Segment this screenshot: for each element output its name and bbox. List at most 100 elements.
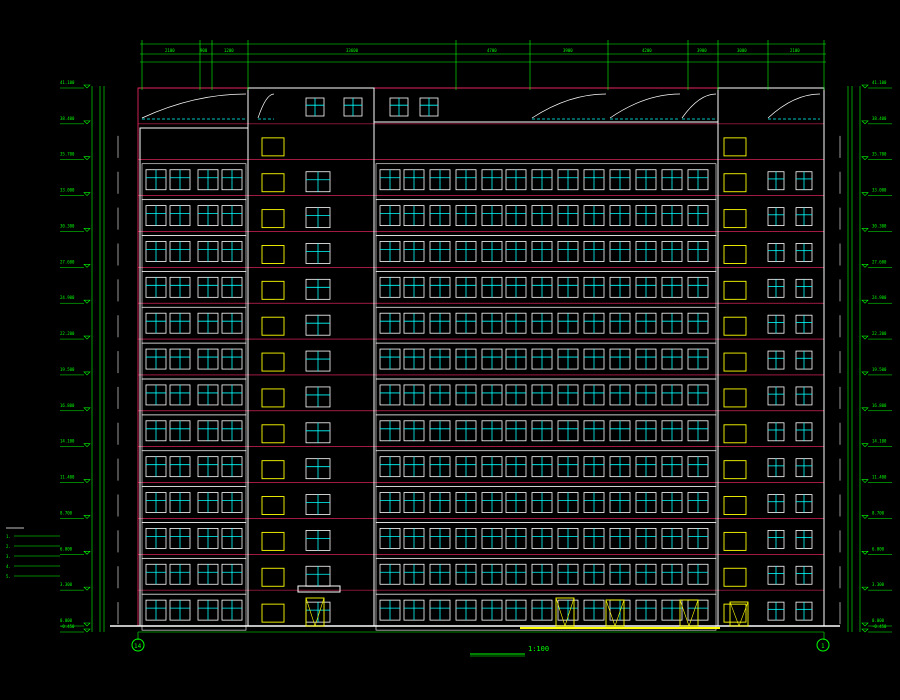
window (455, 384, 477, 406)
window (221, 312, 243, 334)
door-swing (614, 599, 625, 627)
right-balcony (723, 603, 747, 623)
window (197, 241, 219, 262)
level-value: -0.450 (872, 624, 887, 629)
window (221, 348, 243, 370)
window (583, 384, 605, 406)
triangle-level-icon (861, 228, 869, 232)
window (169, 492, 191, 513)
window (531, 276, 553, 298)
window (145, 492, 167, 513)
top-dimension-text: 33600 (346, 48, 359, 53)
window (429, 169, 451, 191)
level-value: 41.100 (60, 80, 75, 85)
window (481, 348, 503, 370)
roof-window (389, 97, 409, 117)
window (379, 599, 401, 621)
level-value: 22.200 (60, 331, 75, 336)
right-balcony (723, 460, 747, 480)
window (661, 384, 683, 406)
right-wing-window (795, 458, 813, 478)
window (661, 205, 683, 227)
drawing-title-block: 1:100 (470, 645, 549, 657)
window (455, 563, 477, 585)
window (403, 528, 425, 549)
window (455, 276, 477, 298)
right-wing-window (767, 530, 785, 549)
center-floor-band (375, 593, 717, 631)
window (505, 312, 527, 334)
window (455, 312, 477, 334)
window (403, 384, 425, 406)
left-balcony (261, 496, 285, 515)
level-value: 11.400 (60, 475, 75, 480)
window (531, 492, 553, 513)
note-item: 4. (6, 564, 11, 569)
window (531, 420, 553, 442)
window (583, 276, 605, 298)
left-balcony (261, 245, 285, 264)
window (169, 348, 191, 370)
window (429, 528, 451, 549)
right-wing-window (795, 171, 813, 191)
window (505, 420, 527, 442)
window (609, 205, 631, 227)
right-balcony (723, 567, 747, 587)
window (505, 276, 527, 298)
window (635, 528, 657, 549)
window (531, 205, 553, 227)
triangle-level-icon (83, 335, 91, 340)
triangle-level-icon (861, 443, 869, 448)
window (609, 384, 631, 406)
top-dimension-text: 2100 (165, 48, 175, 53)
stair-window (305, 207, 331, 229)
roof-parapet-line (531, 93, 607, 119)
stair-window (305, 422, 331, 444)
triangle-level-icon (83, 192, 91, 197)
window (481, 420, 503, 442)
level-value: 33.000 (60, 188, 75, 193)
left-balcony (261, 280, 285, 300)
window (481, 563, 503, 585)
window (197, 312, 219, 334)
left-balcony (261, 316, 285, 336)
window (505, 348, 527, 370)
window (221, 563, 243, 585)
triangle-level-icon (83, 550, 91, 555)
stair-window (305, 530, 331, 551)
window (169, 528, 191, 549)
window (481, 599, 503, 621)
right-wing-window (795, 386, 813, 406)
window (169, 169, 191, 191)
entrance-door (605, 599, 625, 627)
window (221, 492, 243, 513)
window (609, 492, 631, 513)
door-swing (688, 599, 699, 627)
window (583, 563, 605, 585)
right-wing-window (795, 207, 813, 227)
window (557, 241, 579, 262)
top-dimension-text: 3900 (563, 48, 573, 53)
axis-label-right: 1 (821, 643, 825, 650)
window (481, 205, 503, 227)
window (635, 456, 657, 478)
window (379, 312, 401, 334)
right-wing-window (795, 422, 813, 442)
window (583, 599, 605, 621)
triangle-level-icon (83, 443, 91, 448)
window (609, 276, 631, 298)
window (145, 205, 167, 227)
window (635, 348, 657, 370)
right-balcony (723, 388, 747, 408)
roof-parapet-line (141, 93, 247, 119)
stair-window (305, 494, 331, 515)
top-dimension-text: 2100 (790, 48, 800, 53)
window (557, 169, 579, 191)
window (145, 563, 167, 585)
top-dimension-text: 1200 (224, 48, 234, 53)
window (169, 384, 191, 406)
level-value: 14.100 (60, 439, 75, 444)
note-item: 5. (6, 574, 11, 579)
top-dimension-text: 3000 (737, 48, 747, 53)
window (197, 492, 219, 513)
